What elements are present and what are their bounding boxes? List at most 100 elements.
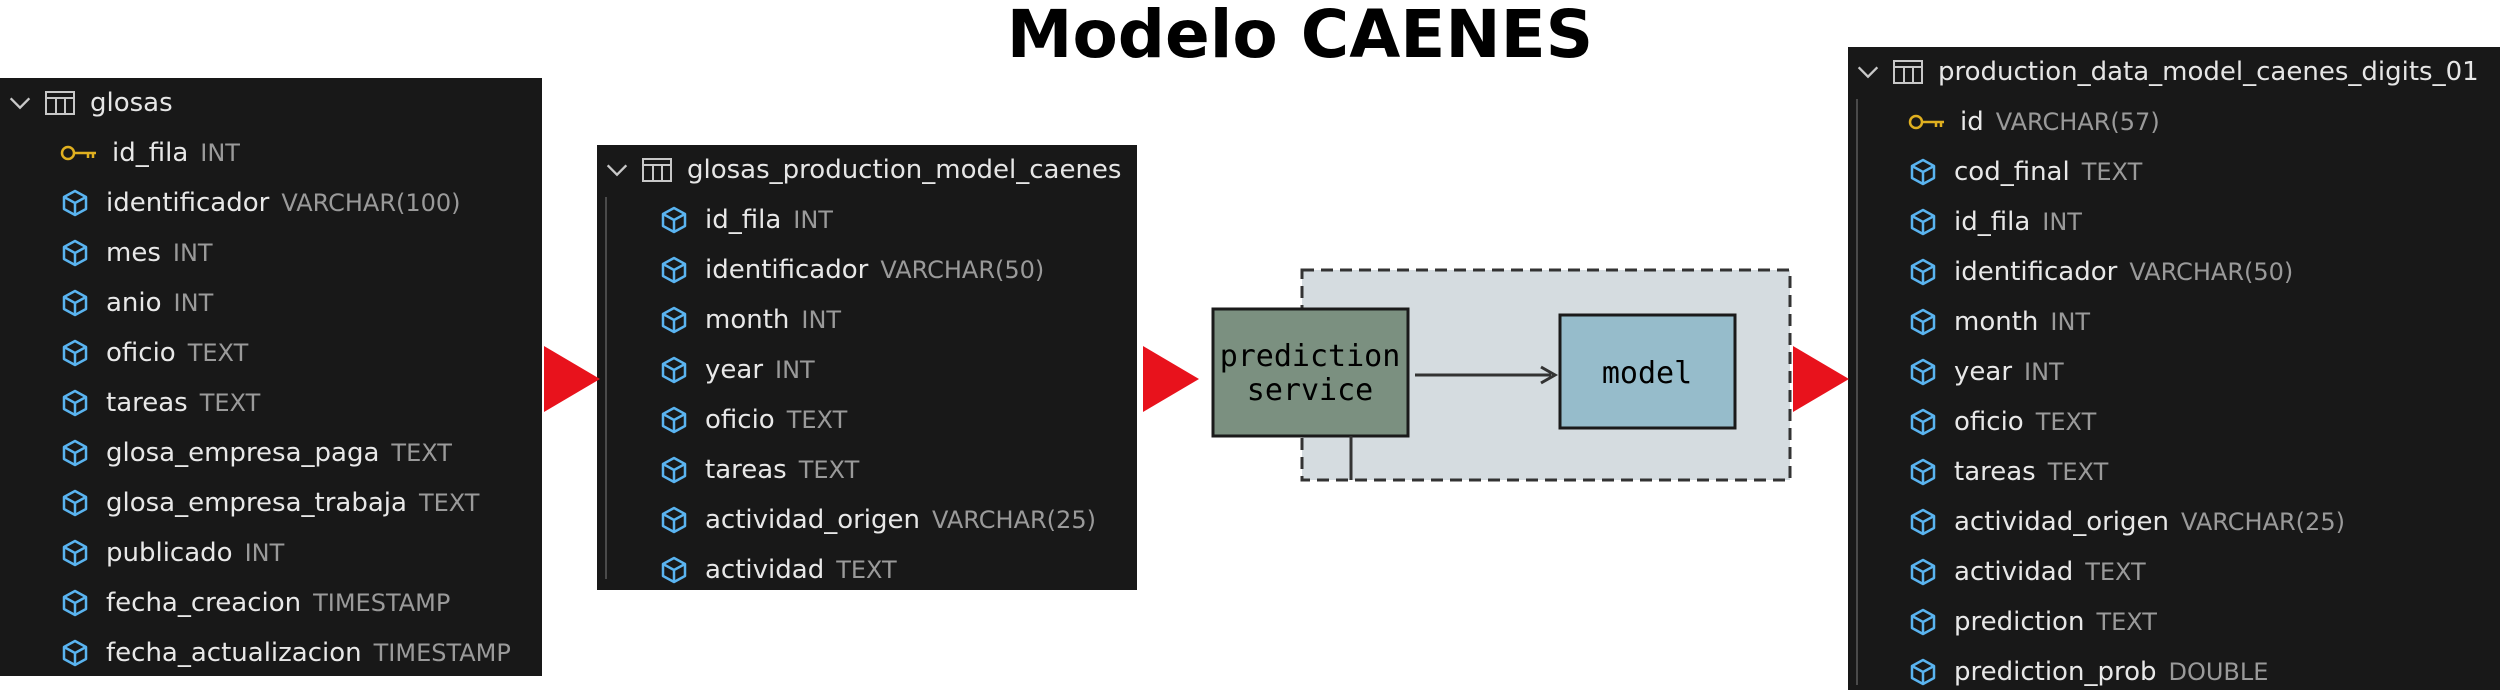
- column-name: actividad: [1954, 557, 2074, 587]
- column-icon: [1910, 458, 1936, 486]
- model-box: [1558, 313, 1737, 430]
- column-row[interactable]: prediction_prob DOUBLE: [1908, 647, 2500, 697]
- column-name: fecha_actualizacion: [106, 638, 362, 668]
- key-icon: [60, 145, 96, 161]
- column-row[interactable]: tareas TEXT: [659, 445, 1137, 495]
- column-name: tareas: [1954, 457, 2036, 487]
- column-icon: [661, 256, 687, 284]
- column-icon: [62, 289, 88, 317]
- column-name: identificador: [1954, 257, 2118, 287]
- table-header[interactable]: production_data_model_caenes_digits_01: [1848, 47, 2500, 97]
- column-name: month: [1954, 307, 2039, 337]
- column-icon: [1910, 258, 1936, 286]
- column-type: DOUBLE: [2168, 658, 2269, 686]
- column-icon: [62, 389, 88, 417]
- column-name: year: [1954, 357, 2013, 387]
- column-row[interactable]: tareas TEXT: [60, 378, 542, 428]
- column-name: actividad_origen: [1954, 507, 2169, 537]
- column-name: oficio: [106, 338, 176, 368]
- column-name: tareas: [106, 388, 188, 418]
- tree-guide-line: [1856, 99, 1858, 685]
- column-type: VARCHAR(100): [281, 189, 461, 217]
- column-type: TEXT: [2035, 408, 2097, 436]
- prediction-service-label-line2: service: [1247, 373, 1373, 408]
- chevron-down-icon[interactable]: [6, 89, 34, 117]
- column-icon: [62, 239, 88, 267]
- column-name: identificador: [705, 255, 869, 285]
- column-type: INT: [200, 139, 240, 167]
- column-name: id: [1960, 107, 1984, 137]
- column-row[interactable]: tareas TEXT: [1908, 447, 2500, 497]
- column-icon: [62, 339, 88, 367]
- column-icon: [661, 306, 687, 334]
- column-type: INT: [172, 239, 213, 267]
- column-type: VARCHAR(25): [2181, 508, 2345, 536]
- column-name: id_fila: [112, 138, 189, 168]
- column-row[interactable]: actividad_origen VARCHAR(25): [1908, 497, 2500, 547]
- column-row[interactable]: identificador VARCHAR(50): [1908, 247, 2500, 297]
- column-name: prediction: [1954, 607, 2085, 637]
- flow-arrow-3: [1793, 346, 1849, 412]
- column-type: VARCHAR(50): [2129, 258, 2294, 286]
- table-name: glosas_production_model_caenes: [687, 155, 1122, 185]
- column-name: actividad: [705, 555, 825, 585]
- column-name: prediction_prob: [1954, 657, 2157, 687]
- column-name: cod_final: [1954, 157, 2070, 187]
- column-type: INT: [173, 289, 214, 317]
- table-icon: [45, 91, 75, 115]
- column-type: TEXT: [836, 556, 897, 584]
- column-icon: [1910, 158, 1936, 186]
- column-icon: [661, 556, 687, 584]
- arrowhead-icon: [1540, 365, 1559, 385]
- column-row[interactable]: actividad TEXT: [659, 545, 1137, 595]
- column-icon: [62, 639, 88, 667]
- key-icon: [1908, 114, 1944, 130]
- chevron-down-icon[interactable]: [1854, 58, 1882, 86]
- column-name: tareas: [705, 455, 787, 485]
- column-name: actividad_origen: [705, 505, 920, 535]
- column-icon: [661, 406, 687, 434]
- column-type: TEXT: [199, 389, 261, 417]
- column-icon: [1910, 208, 1936, 236]
- column-name: id_fila: [705, 205, 782, 235]
- model-label: model: [1602, 356, 1692, 391]
- prediction-service-label-line1: prediction: [1220, 339, 1401, 374]
- prediction-service-box: [1211, 307, 1410, 438]
- table-header[interactable]: glosas_production_model_caenes: [597, 145, 1137, 195]
- column-icon: [1910, 408, 1936, 436]
- table-panel-production-data-model-caenes-digits-01: production_data_model_caenes_digits_01 i…: [1848, 47, 2500, 690]
- column-row[interactable]: id_fila INT: [60, 128, 542, 178]
- table-header[interactable]: glosas: [0, 78, 542, 128]
- table-name: glosas: [90, 88, 173, 118]
- column-type: TEXT: [798, 456, 860, 484]
- column-type: TEXT: [2047, 458, 2109, 486]
- table-name: production_data_model_caenes_digits_01: [1938, 57, 2479, 87]
- column-icon: [62, 439, 88, 467]
- column-name: year: [705, 355, 764, 385]
- chevron-down-icon[interactable]: [603, 156, 631, 184]
